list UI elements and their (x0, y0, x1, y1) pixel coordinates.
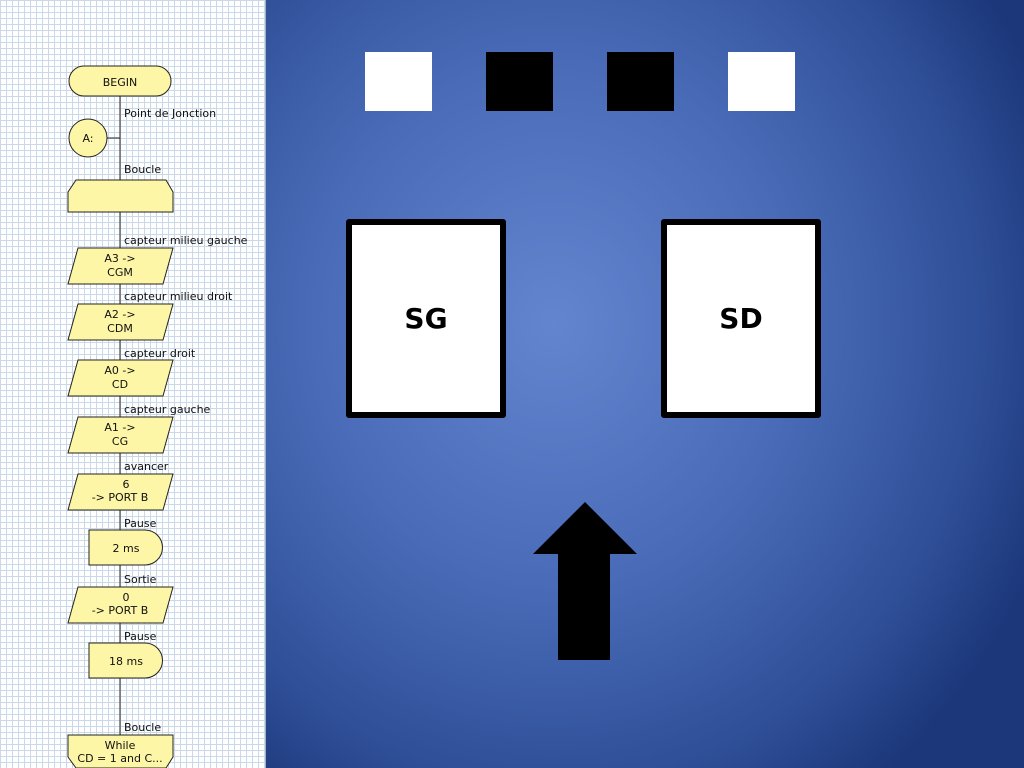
begin-text: BEGIN (103, 76, 138, 89)
step-label: capteur droit (124, 347, 196, 360)
simulation-stage: SG SD (266, 0, 1024, 768)
sensor-left-label: SG (404, 302, 448, 335)
step-label: capteur milieu gauche (124, 234, 248, 247)
loop-start-label: Boucle (124, 163, 161, 176)
pause-block-1[interactable] (88, 529, 163, 566)
led-indicator-4 (728, 52, 795, 111)
sensor-right[interactable]: SD (661, 219, 821, 418)
sortie-block[interactable] (67, 586, 174, 624)
junction-text: A: (82, 132, 93, 145)
led-indicator-2 (486, 52, 553, 111)
step-label: avancer (124, 460, 169, 473)
step-line1: A1 -> (104, 421, 135, 434)
step-line2: CDM (107, 322, 133, 335)
step-line2: CG (112, 435, 128, 448)
led-indicator-1 (365, 52, 432, 111)
pause-text: 2 ms (113, 542, 140, 555)
step-line2: CD (112, 378, 128, 391)
begin-terminal[interactable] (68, 65, 172, 97)
step-block-a2[interactable] (67, 303, 174, 341)
loop-end-block[interactable] (67, 734, 174, 768)
junction-node[interactable] (68, 118, 108, 158)
sortie-line2: -> PORT B (92, 604, 149, 617)
step-label: capteur milieu droit (124, 290, 233, 303)
sortie-line1: 0 (123, 591, 130, 604)
while-line2: CD = 1 and C... (77, 752, 162, 765)
step-line1: A2 -> (104, 308, 135, 321)
loop-start-block[interactable] (67, 179, 174, 213)
sortie-label: Sortie (124, 573, 157, 586)
step-block-a0[interactable] (67, 359, 174, 397)
sensor-left[interactable]: SG (346, 219, 506, 418)
step-block-a1[interactable] (67, 416, 174, 454)
step-line2: CGM (107, 266, 133, 279)
led-indicator-3 (607, 52, 674, 111)
step-line2: -> PORT B (92, 491, 149, 504)
while-line1: While (105, 739, 136, 752)
junction-label: Point de Jonction (124, 107, 216, 120)
step-line1: A3 -> (104, 252, 135, 265)
flowchart-diagram: BEGIN Point de Jonction A: Boucle capteu… (67, 65, 248, 768)
arrow-up-icon (533, 502, 637, 660)
step-block-a3[interactable] (67, 247, 174, 285)
step-label: capteur gauche (124, 403, 211, 416)
pause-label: Pause (124, 517, 157, 530)
step-block-avancer[interactable] (67, 473, 174, 511)
step-line1: 6 (123, 478, 130, 491)
pause-text: 18 ms (109, 655, 143, 668)
flowchart-panel: BEGIN Point de Jonction A: Boucle capteu… (0, 0, 266, 768)
pause-label: Pause (124, 630, 157, 643)
step-line1: A0 -> (104, 364, 135, 377)
pause-block-2[interactable] (88, 642, 163, 679)
loop-end-label: Boucle (124, 721, 161, 734)
sensor-right-label: SD (719, 302, 763, 335)
